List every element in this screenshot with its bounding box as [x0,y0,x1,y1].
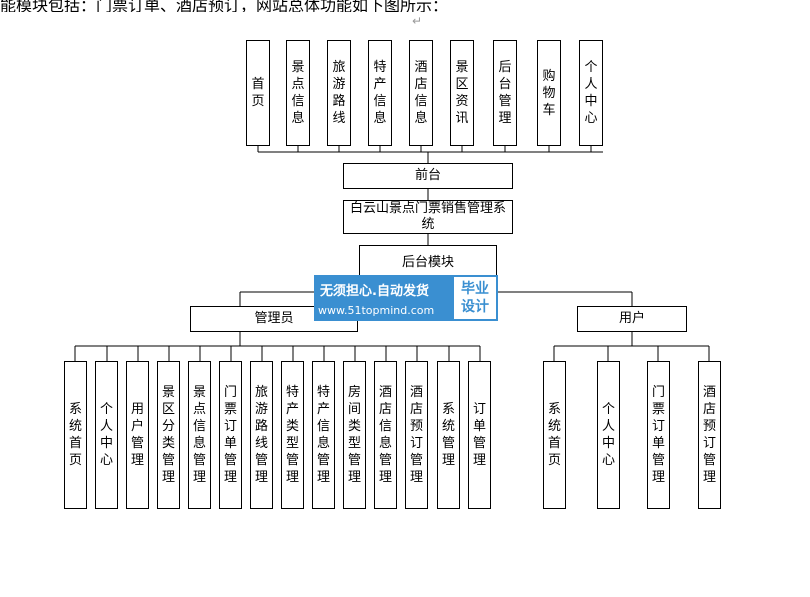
backend-box: 后台模块 [359,245,497,279]
module-label: 首页 [251,77,265,109]
module-label: 酒店预订管理 [409,385,423,485]
module-label: 系统首页 [547,402,561,468]
paragraph-return-mark: ↵ [412,14,423,28]
user-box: 用户 [577,306,687,332]
watermark-url: www.51topmind.com [318,304,435,317]
module-box-specialty-info: 特产信息 [368,40,392,146]
document-top-text: 能模块包括：门票订单、酒店预订，网站总体功能如下图所示： [0,0,449,12]
watermark-banner: 无须担心.自动发货 www.51topmind.com 毕业设计 [314,275,498,321]
watermark-line1: 无须担心.自动发货 [320,284,429,299]
user-module-box: 酒店预订管理 [698,361,721,509]
module-label: 个人中心 [99,402,113,468]
module-label: 酒店信息管理 [378,385,392,485]
admin-module-box: 个人中心 [95,361,118,509]
module-label: 个人中心 [601,402,615,468]
module-label: 订单管理 [472,402,486,468]
admin-module-box: 门票订单管理 [219,361,242,509]
module-label: 景区分类管理 [161,385,175,485]
admin-module-box: 系统管理 [437,361,460,509]
admin-module-box: 用户管理 [126,361,149,509]
module-label: 旅游路线 [332,60,346,126]
admin-module-box: 酒店信息管理 [374,361,397,509]
admin-module-box: 酒店预订管理 [405,361,428,509]
module-label: 门票订单管理 [651,385,665,485]
module-box-home: 首页 [246,40,270,146]
admin-module-box: 房间类型管理 [343,361,366,509]
watermark-badge: 毕业设计 [454,277,496,319]
admin-module-box: 订单管理 [468,361,491,509]
module-label: 个人中心 [584,60,598,126]
system-title-box: 白云山景点门票销售管理系统 [343,200,513,234]
admin-module-box: 特产类型管理 [281,361,304,509]
module-box-user-center: 个人中心 [579,40,603,146]
module-label: 后台管理 [498,60,512,126]
module-label: 购物车 [542,68,556,118]
module-label: 酒店预订管理 [702,385,716,485]
module-label: 特产信息 [373,60,387,126]
module-label: 旅游路线管理 [254,385,268,485]
module-box-backend-admin: 后台管理 [493,40,517,146]
module-label: 景点信息管理 [192,385,206,485]
module-box-scenic-news: 景区资讯 [450,40,474,146]
user-module-box: 个人中心 [597,361,620,509]
module-label: 系统管理 [441,402,455,468]
module-box-hotel-info: 酒店信息 [409,40,433,146]
admin-module-box: 旅游路线管理 [250,361,273,509]
admin-module-box: 景区分类管理 [157,361,180,509]
watermark-badge-text: 毕业设计 [461,281,489,315]
module-label: 房间类型管理 [347,385,361,485]
module-label: 景点信息 [291,60,305,126]
module-label: 特产信息管理 [316,385,330,485]
admin-module-box: 系统首页 [64,361,87,509]
module-label: 系统首页 [68,402,82,468]
module-box-tour-routes: 旅游路线 [327,40,351,146]
module-label: 酒店信息 [414,60,428,126]
module-box-scenic-info: 景点信息 [286,40,310,146]
user-module-box: 门票订单管理 [647,361,670,509]
admin-module-box: 景点信息管理 [188,361,211,509]
module-label: 门票订单管理 [223,385,237,485]
module-label: 景区资讯 [455,60,469,126]
user-module-box: 系统首页 [543,361,566,509]
frontend-box: 前台 [343,163,513,189]
module-label: 特产类型管理 [285,385,299,485]
admin-module-box: 特产信息管理 [312,361,335,509]
module-label: 用户管理 [130,402,144,468]
module-box-cart: 购物车 [537,40,561,146]
